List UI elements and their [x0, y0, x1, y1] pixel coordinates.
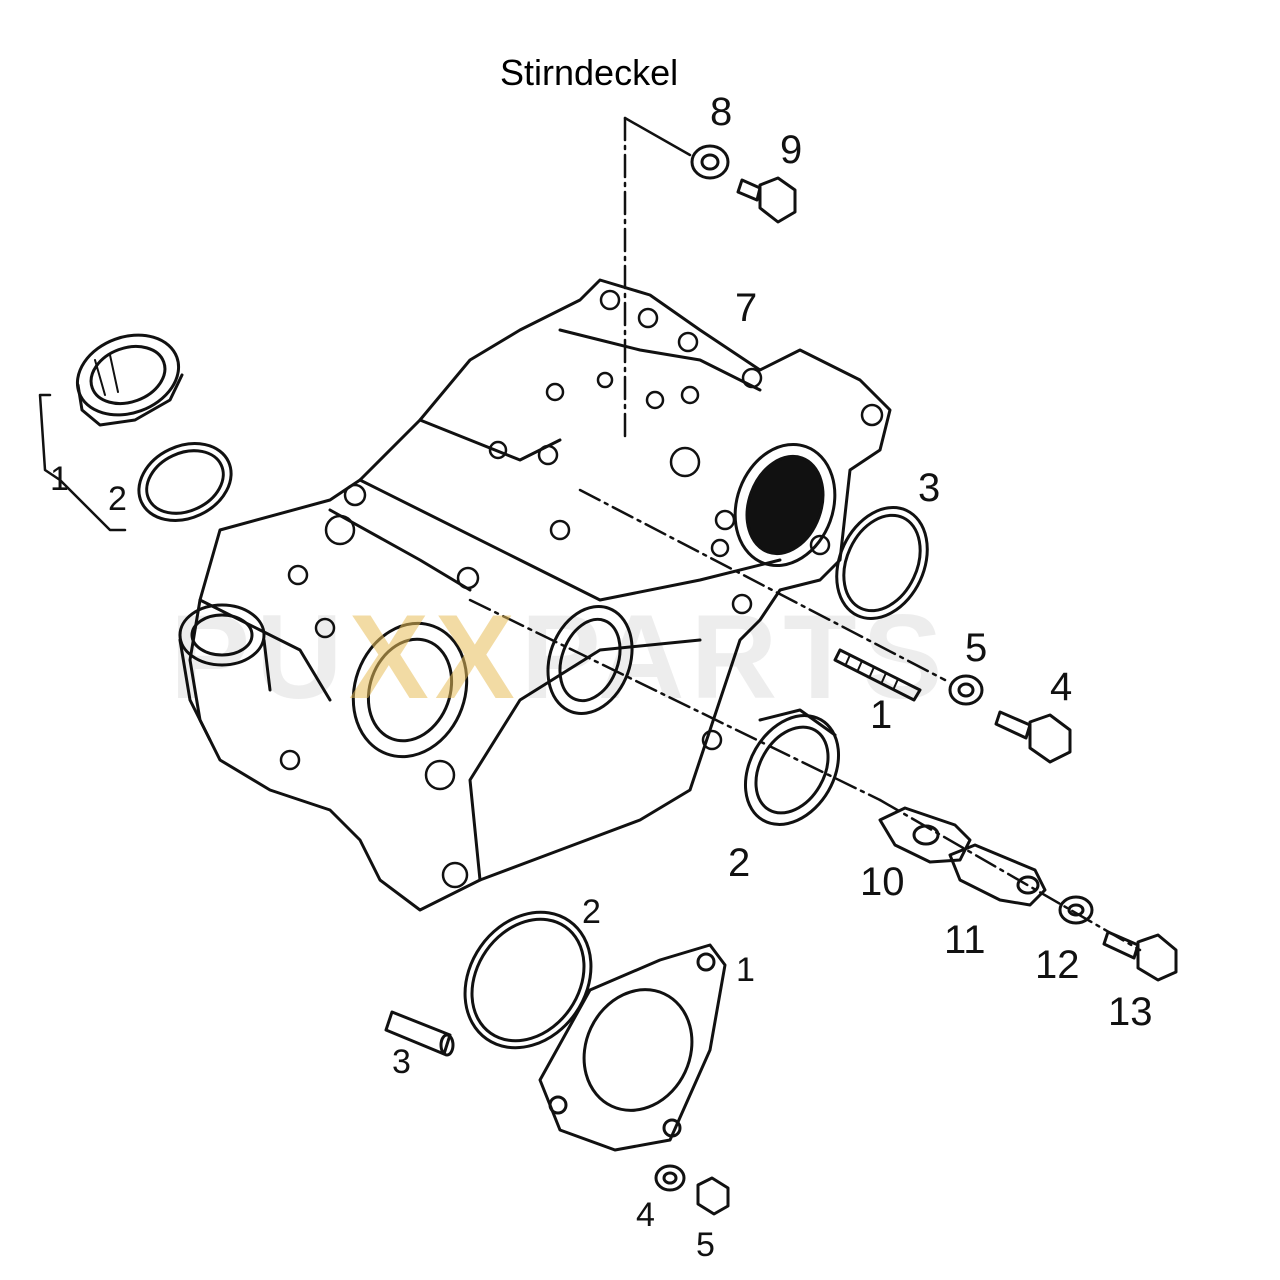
o-ring-part3-right	[835, 506, 929, 620]
o-ring-part2-left	[137, 442, 233, 522]
callout-12: 12	[1035, 943, 1080, 987]
callout-4-right: 4	[1050, 665, 1073, 709]
callout-2-middle: 2	[728, 841, 751, 885]
seal-ring-part1	[75, 333, 184, 427]
pin-part3-bottom	[384, 1010, 455, 1057]
bottom-cover-plate-part1	[538, 943, 727, 1152]
callout-8: 8	[710, 90, 733, 134]
washer-part4-bottom	[654, 1164, 686, 1192]
cover-plate-part11	[948, 843, 1047, 907]
callout-3-bottom: 3	[392, 1043, 411, 1081]
callout-5-bottom: 5	[696, 1226, 715, 1264]
washer-part8	[690, 144, 730, 180]
callout-5-right: 5	[965, 626, 988, 670]
callout-1-bottom: 1	[736, 951, 755, 989]
callout-2-bottom: 2	[582, 893, 601, 931]
washer-part5-right	[948, 674, 984, 706]
watermark-logo: PUXXPARTS	[170, 590, 949, 724]
bolt-part9	[736, 176, 797, 224]
callout-1-right: 1	[870, 693, 893, 737]
callout-10: 10	[860, 860, 905, 904]
diagram-title: Stirndeckel	[500, 52, 679, 93]
bolt-part13	[1102, 930, 1178, 982]
callout-13: 13	[1108, 990, 1153, 1034]
bolt-part4-right	[994, 710, 1072, 764]
callout-11: 11	[944, 918, 986, 962]
axis-lines	[38, 116, 1142, 952]
callout-2-left: 2	[108, 480, 127, 518]
upper-bore	[733, 442, 837, 568]
callout-1-left: 1	[50, 460, 69, 498]
callout-3-right: 3	[918, 466, 941, 510]
callout-9: 9	[780, 128, 803, 172]
housing-bolt-holes	[279, 289, 884, 889]
washer-part12	[1058, 895, 1094, 925]
callout-4-bottom: 4	[636, 1196, 655, 1234]
stud-part1-right	[833, 648, 922, 702]
middle-bore	[351, 621, 469, 759]
shaft-seal-part2-middle	[743, 708, 841, 826]
left-spigot	[178, 603, 272, 742]
nut-part5-bottom	[696, 1176, 730, 1216]
lower-right-bore	[546, 605, 634, 715]
callout-7: 7	[735, 286, 758, 330]
